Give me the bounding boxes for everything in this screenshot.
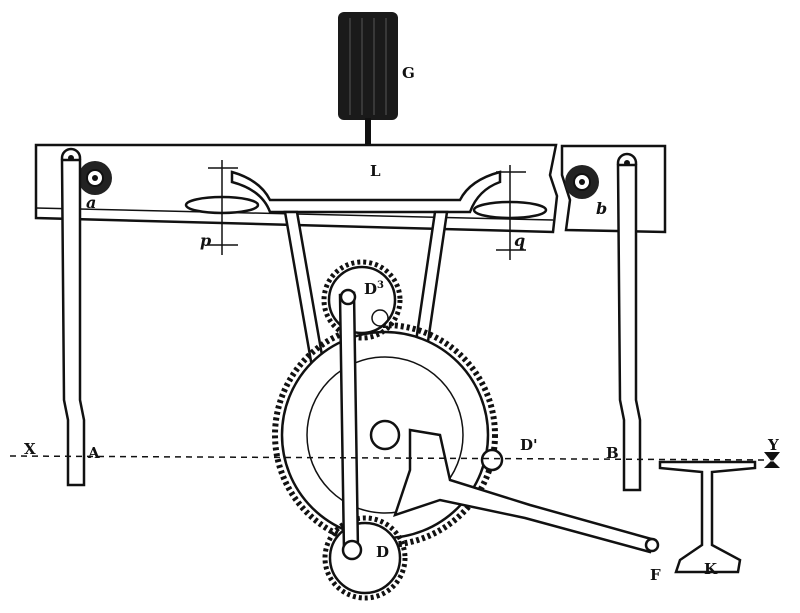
label-d3: D3 — [364, 280, 384, 298]
main-gear — [272, 322, 498, 548]
lever-right — [616, 152, 642, 492]
pulley-left — [184, 160, 260, 255]
roller-left — [78, 161, 112, 195]
label-a-rod: A — [87, 444, 100, 462]
label-d: D — [376, 543, 389, 561]
label-d-prime: D' — [520, 436, 538, 454]
label-x: X — [24, 440, 36, 458]
label-d3-sup: 3 — [377, 280, 384, 291]
gear-d3 — [321, 259, 403, 341]
level-marker — [764, 452, 780, 468]
lever-left — [60, 147, 86, 487]
rail — [658, 460, 757, 574]
label-b-rod: B — [606, 444, 619, 462]
connecting-rod — [338, 288, 363, 561]
label-b: b — [596, 199, 607, 218]
arm-f — [393, 428, 660, 554]
label-l: L — [370, 162, 381, 180]
reference-line — [9, 455, 766, 461]
label-k: K — [704, 560, 718, 578]
label-d3-main: D — [364, 280, 377, 298]
label-g: G — [402, 64, 415, 82]
label-y: Y — [767, 436, 779, 454]
label-q: q — [514, 231, 525, 250]
label-p: p — [200, 231, 211, 250]
label-f: F — [650, 566, 661, 584]
roller-right — [565, 165, 599, 199]
label-a: a — [86, 193, 96, 212]
